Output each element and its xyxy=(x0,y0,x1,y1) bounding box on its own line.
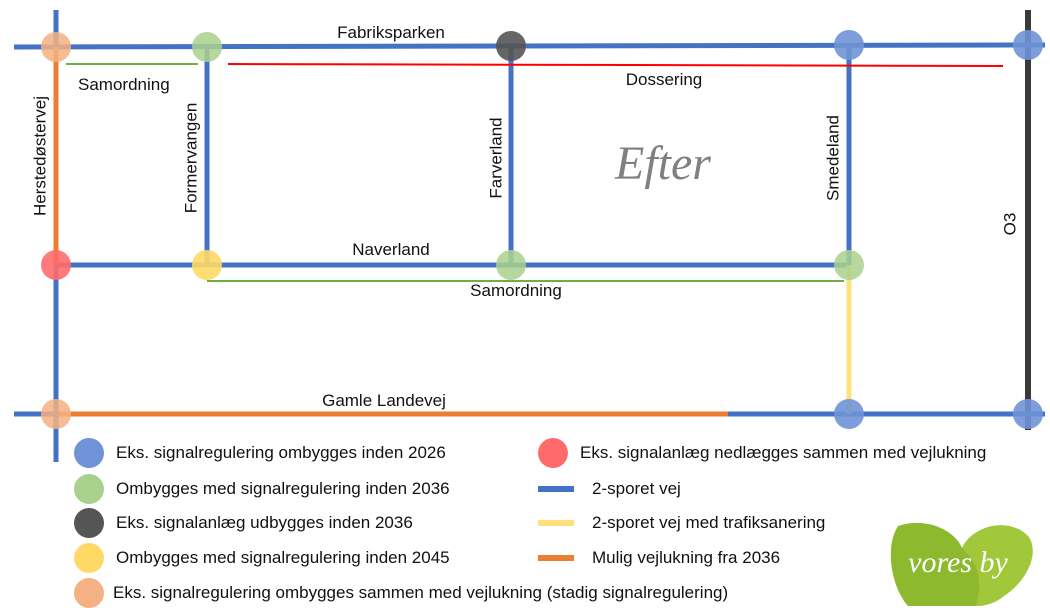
legend-label: Mulig vejlukning fra 2036 xyxy=(592,548,781,567)
road-label-smedeland: Smedeland xyxy=(823,114,843,202)
legend-label: Eks. signalregulering ombygges inden 202… xyxy=(116,443,446,462)
legend-label: Ombygges med signalregulering inden 2045 xyxy=(116,548,450,567)
legend-dot-green xyxy=(74,474,104,504)
legend-line-blue xyxy=(538,486,574,492)
legend-label: 2-sporet vej xyxy=(592,479,681,498)
node-naverland-herstedostervej xyxy=(41,250,71,280)
legend-label: Ombygges med signalregulering inden 2036 xyxy=(116,479,450,498)
legend-item-signal-closure: Eks. signalregulering ombygges sammen me… xyxy=(74,578,728,608)
legend-dot-peach xyxy=(74,578,104,608)
road-label-formervangen: Formervangen xyxy=(181,102,201,214)
legend-item-road-closure: Mulig vejlukning fra 2036 xyxy=(538,543,780,573)
dossering-label: Dossering xyxy=(625,70,703,89)
node-naverland-formervangen xyxy=(192,250,222,280)
samordning-label-mid: Samordning xyxy=(470,281,562,300)
node-fabriksparken-herstedostervej xyxy=(41,32,71,62)
node-gamle-landevej-smedeland xyxy=(834,399,864,429)
node-fabriksparken-o3 xyxy=(1013,30,1043,60)
vores-by-logo: vores by xyxy=(890,522,1033,606)
legend-item-signal-removed: Eks. signalanlæg nedlægges sammen med ve… xyxy=(538,438,986,468)
node-fabriksparken-farverland xyxy=(496,31,526,61)
diagram-title: Efter xyxy=(615,137,711,190)
legend-dot-yellow xyxy=(74,543,104,573)
node-fabriksparken-formervangen xyxy=(192,32,222,62)
node-naverland-farverland xyxy=(496,250,526,280)
legend-item-2lane-calming: 2-sporet vej med trafiksanering xyxy=(538,508,825,538)
legend-item-expand-2036: Eks. signalanlæg udbygges inden 2036 xyxy=(74,508,413,538)
legend-item-2lane-road: 2-sporet vej xyxy=(538,474,681,504)
legend-label: Eks. signalregulering ombygges sammen me… xyxy=(113,583,729,602)
node-fabriksparken-smedeland xyxy=(834,30,864,60)
road-label-naverland: Naverland xyxy=(352,240,430,259)
samordning-label-top: Samordning xyxy=(78,75,170,94)
legend-item-signal-2026: Eks. signalregulering ombygges inden 202… xyxy=(74,438,446,468)
legend-line-yellow xyxy=(538,520,574,526)
legend-dot-blue xyxy=(74,438,104,468)
legend-dot-dark xyxy=(74,508,104,538)
legend-label: Eks. signalanlæg udbygges inden 2036 xyxy=(116,513,413,532)
logo-text: vores by xyxy=(908,546,1008,579)
road-fabriksparken xyxy=(13,42,1046,50)
legend-line-orange xyxy=(538,555,574,561)
legend-dot-red xyxy=(538,438,568,468)
road-label-gamle-landevej: Gamle Landevej xyxy=(322,391,446,410)
node-gamle-landevej-herstedostervej xyxy=(41,399,71,429)
node-naverland-smedeland xyxy=(834,250,864,280)
road-label-herstedostervej: Herstedøstervej xyxy=(30,96,50,216)
node-gamle-landevej-o3 xyxy=(1013,399,1043,429)
road-label-fabriksparken: Fabriksparken xyxy=(337,23,445,42)
legend-item-signal-2045: Ombygges med signalregulering inden 2045 xyxy=(74,543,450,573)
legend-label: 2-sporet vej med trafiksanering xyxy=(592,513,826,532)
legend-label: Eks. signalanlæg nedlægges sammen med ve… xyxy=(580,443,987,462)
dossering-line xyxy=(227,63,1004,67)
legend-item-signal-2036: Ombygges med signalregulering inden 2036 xyxy=(74,474,450,504)
road-label-farverland: Farverland xyxy=(486,117,506,199)
road-label-o3: O3 xyxy=(1000,212,1020,236)
